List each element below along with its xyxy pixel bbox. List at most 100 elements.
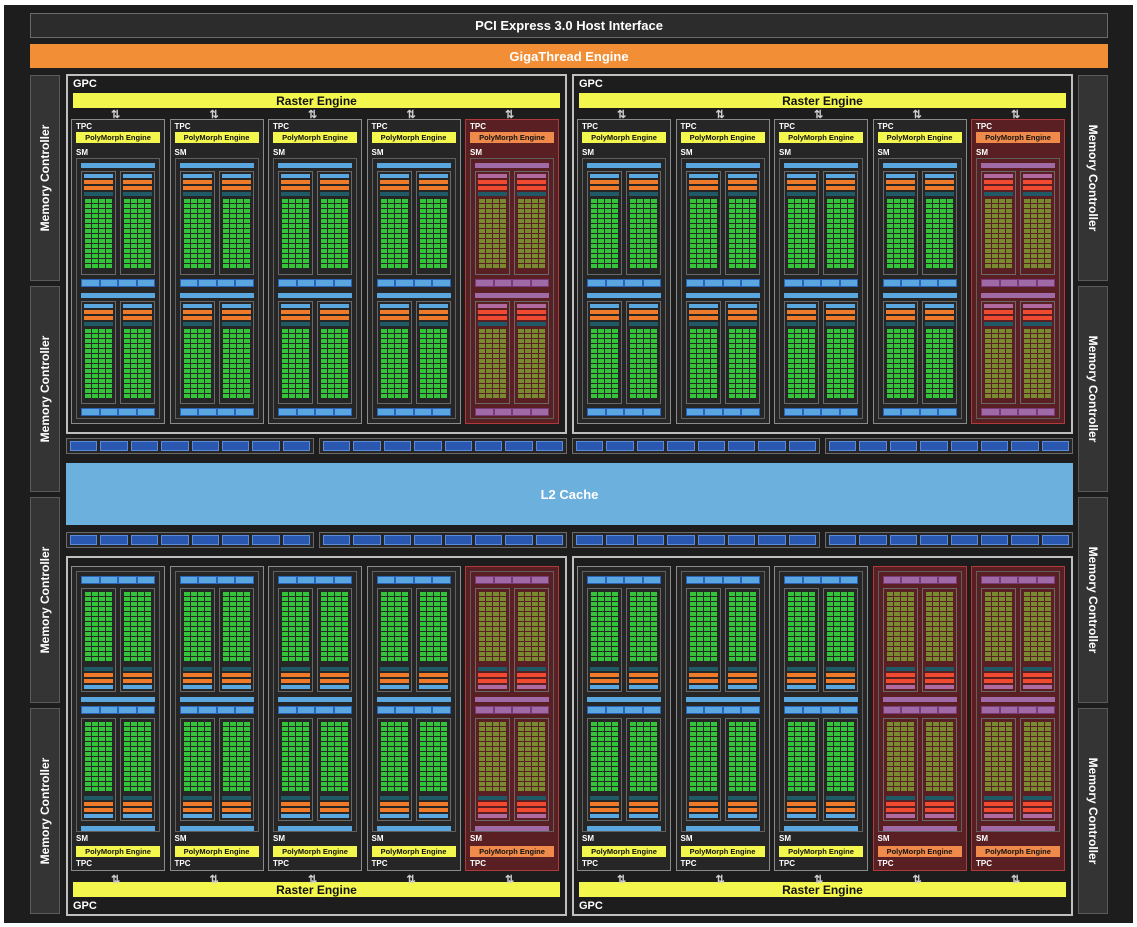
cuda-core	[243, 338, 250, 343]
cuda-core	[500, 214, 506, 218]
cuda-core	[1006, 348, 1012, 353]
cuda-core	[612, 214, 618, 218]
sm-label: SM	[470, 148, 482, 157]
cuda-core	[742, 771, 749, 776]
warp-scheduler	[478, 303, 507, 308]
cuda-core	[342, 771, 348, 776]
cuda-core	[1031, 249, 1037, 253]
cuda-core	[289, 776, 295, 781]
cuda-core	[282, 652, 288, 656]
cuda-core	[124, 204, 130, 208]
cuda-core	[124, 214, 130, 218]
cuda-core	[85, 736, 91, 741]
cuda-core	[236, 264, 243, 268]
cuda-core	[335, 766, 341, 771]
cuda-core	[637, 264, 643, 268]
sm-load-store-units	[179, 278, 254, 287]
load-store-unit	[803, 577, 820, 583]
cuda-core	[907, 209, 914, 213]
cuda-core	[183, 264, 190, 268]
dispatch-unit	[517, 678, 546, 683]
cuda-core	[518, 264, 524, 268]
cuda-core	[131, 393, 137, 398]
cuda-core	[728, 612, 735, 616]
cuda-core	[426, 378, 433, 383]
cuda-core	[696, 214, 703, 218]
cuda-core	[1038, 333, 1044, 338]
cuda-core	[92, 746, 98, 751]
cuda-core	[1024, 234, 1030, 238]
cuda-core	[841, 617, 847, 621]
cuda-core	[426, 652, 433, 656]
cuda-core	[749, 373, 756, 378]
cuda-core	[591, 209, 597, 213]
cuda-core	[289, 204, 295, 208]
cuda-core	[932, 333, 939, 338]
sm-processing-block	[1020, 171, 1055, 275]
cuda-core	[932, 637, 939, 641]
cuda-core	[433, 199, 440, 203]
warp-scheduler	[826, 174, 855, 178]
cuda-core	[426, 199, 433, 203]
cuda-core	[1031, 378, 1037, 383]
dispatch-unit	[924, 672, 954, 677]
dispatch-unit	[379, 309, 409, 314]
cuda-core	[703, 229, 710, 233]
cuda-core	[1045, 383, 1051, 388]
cuda-core	[229, 229, 236, 233]
cuda-core	[710, 204, 717, 208]
cuda-core	[742, 592, 749, 596]
cuda-core	[243, 224, 250, 228]
sm-processing-block	[218, 300, 254, 404]
cuda-core	[518, 209, 524, 213]
cuda-core	[282, 731, 288, 736]
cuda-core	[1024, 358, 1030, 363]
cuda-core	[532, 627, 538, 631]
cuda-core	[886, 597, 893, 601]
cuda-core	[848, 766, 854, 771]
cuda-core	[841, 761, 847, 766]
cuda-core	[946, 592, 953, 596]
cuda-core	[243, 333, 250, 338]
cuda-core	[710, 239, 717, 243]
cuda-core	[834, 229, 840, 233]
load-store-unit	[643, 706, 660, 713]
cuda-core	[644, 358, 650, 363]
cuda-core	[907, 229, 914, 233]
cuda-core	[696, 328, 703, 333]
load-store-unit	[902, 409, 919, 415]
cuda-core	[493, 756, 499, 761]
cuda-core	[479, 338, 485, 343]
load-store-unit	[588, 577, 605, 583]
cuda-core	[106, 771, 112, 776]
cuda-core	[303, 343, 309, 348]
cuda-core	[925, 393, 932, 398]
cuda-core	[124, 602, 130, 606]
cuda-core	[893, 254, 900, 258]
cuda-core	[985, 348, 991, 353]
cuda-core	[486, 328, 492, 333]
dispatch-unit	[590, 678, 619, 683]
cuda-core	[106, 781, 112, 786]
cuda-core	[296, 199, 302, 203]
load-store-unit	[377, 279, 394, 286]
cuda-core	[387, 393, 394, 398]
cuda-core	[539, 249, 545, 253]
cuda-core	[992, 259, 998, 263]
cuda-core	[401, 249, 408, 253]
cuda-core	[532, 637, 538, 641]
cuda-core	[131, 244, 137, 248]
load-store-unit	[1019, 409, 1036, 415]
cuda-core	[183, 726, 190, 731]
sm-processing-block	[218, 717, 254, 821]
cuda-core	[992, 328, 998, 333]
cuda-core	[321, 264, 327, 268]
polymorph-engine: PolyMorph Engine	[582, 132, 666, 143]
cuda-core	[500, 726, 506, 731]
cuda-core	[500, 642, 506, 646]
cuda-core	[328, 781, 334, 786]
cuda-core	[605, 209, 611, 213]
cuda-core	[925, 209, 932, 213]
cuda-core	[925, 214, 932, 218]
cuda-core	[222, 358, 229, 363]
